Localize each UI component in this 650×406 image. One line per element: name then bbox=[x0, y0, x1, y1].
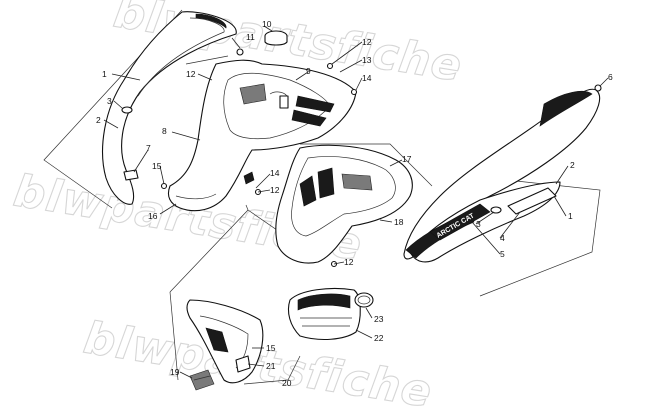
tray-rib-2 bbox=[317, 167, 335, 199]
callout-21: 21 bbox=[266, 361, 276, 371]
callout-3-right: 3 bbox=[476, 219, 481, 229]
hood-vent-2 bbox=[291, 109, 327, 127]
ring-inner bbox=[357, 295, 371, 305]
left-panel-stripe bbox=[195, 13, 227, 29]
callout-1-right: 1 bbox=[568, 211, 573, 221]
callout-13: 13 bbox=[362, 55, 372, 65]
clip-21 bbox=[235, 355, 251, 373]
callouts: 1 2 3 7 15 16 8 12 11 10 9 12 13 14 6 14… bbox=[96, 19, 613, 388]
lower-grille bbox=[186, 299, 264, 384]
callout-12-d: 12 bbox=[344, 257, 354, 267]
hood-shell bbox=[167, 59, 357, 212]
right-panel-insert-4 bbox=[507, 187, 557, 215]
callout-2-right: 2 bbox=[570, 160, 575, 170]
callout-14-top: 14 bbox=[362, 73, 372, 83]
callout-22: 22 bbox=[374, 333, 384, 343]
bracket-19 bbox=[189, 369, 215, 391]
ring-23 bbox=[354, 292, 374, 308]
bolt-6 bbox=[594, 84, 602, 92]
tray-inner bbox=[291, 156, 396, 237]
left-panel-decal-3 bbox=[121, 106, 133, 114]
callout-18: 18 bbox=[394, 217, 404, 227]
callout-9: 9 bbox=[306, 66, 311, 76]
bolt-15-top bbox=[160, 182, 168, 190]
callout-16: 16 bbox=[148, 211, 158, 221]
bracket-right-panel bbox=[469, 175, 601, 297]
tray-rib-1 bbox=[299, 175, 317, 207]
grille-opening bbox=[205, 327, 229, 353]
hood-fairing bbox=[167, 59, 357, 212]
duct-grille bbox=[297, 293, 351, 311]
right-panel-decal-3 bbox=[490, 206, 502, 214]
left-panel-insert-7 bbox=[123, 169, 139, 181]
callout-6: 6 bbox=[608, 72, 613, 82]
callout-12-b: 12 bbox=[362, 37, 372, 47]
bracket-storage bbox=[300, 143, 433, 187]
callout-15-bot: 15 bbox=[266, 343, 276, 353]
fuel-cap-10 bbox=[264, 30, 288, 46]
leader-lines bbox=[103, 25, 609, 379]
callout-5: 5 bbox=[500, 249, 505, 259]
bracket-left-panel bbox=[43, 9, 183, 209]
hood-lower-edge bbox=[175, 193, 217, 200]
callout-3-left: 3 bbox=[107, 96, 112, 106]
callout-10: 10 bbox=[262, 19, 272, 29]
bolt-11 bbox=[236, 48, 244, 56]
callout-2-left: 2 bbox=[96, 115, 101, 125]
callout-1-left: 1 bbox=[102, 69, 107, 79]
callout-4: 4 bbox=[500, 233, 505, 243]
storage-tray bbox=[275, 144, 413, 264]
callout-12-a: 12 bbox=[186, 69, 196, 79]
left-panel-trim bbox=[137, 17, 225, 97]
bracket-hood bbox=[185, 55, 229, 65]
gauge-pod bbox=[239, 83, 267, 105]
bracket-19-body bbox=[189, 369, 215, 391]
right-panel-stripe bbox=[539, 91, 593, 127]
callout-17: 17 bbox=[402, 154, 412, 164]
bracket-lower-d bbox=[243, 355, 301, 385]
callout-14-mid: 14 bbox=[270, 168, 280, 178]
right-panel-logo-bar bbox=[429, 203, 491, 241]
cap-side bbox=[264, 36, 288, 46]
tray-pocket bbox=[341, 173, 373, 191]
callout-20: 20 bbox=[282, 378, 292, 388]
callout-19: 19 bbox=[170, 367, 180, 377]
hood-vent-1 bbox=[295, 95, 335, 113]
ring-outer bbox=[354, 292, 374, 308]
bolt-14-top bbox=[350, 88, 358, 96]
bolt-12-top bbox=[326, 62, 334, 70]
tray-outer bbox=[275, 144, 413, 264]
callout-12-c: 12 bbox=[270, 185, 280, 195]
bracket-19-line bbox=[193, 375, 211, 381]
switch-12 bbox=[279, 95, 289, 109]
hood-clip-14 bbox=[243, 171, 255, 185]
callout-11: 11 bbox=[246, 32, 255, 42]
duct-lines bbox=[300, 317, 352, 327]
air-duct-22 bbox=[287, 287, 361, 341]
right-side-panel: ARCTIC CAT bbox=[403, 88, 601, 263]
callout-7: 7 bbox=[146, 143, 151, 153]
bracket-lower-b bbox=[169, 291, 179, 381]
callout-15-top: 15 bbox=[152, 161, 162, 171]
callout-8: 8 bbox=[162, 126, 167, 136]
callout-23: 23 bbox=[374, 314, 384, 324]
left-side-panel bbox=[102, 11, 237, 205]
